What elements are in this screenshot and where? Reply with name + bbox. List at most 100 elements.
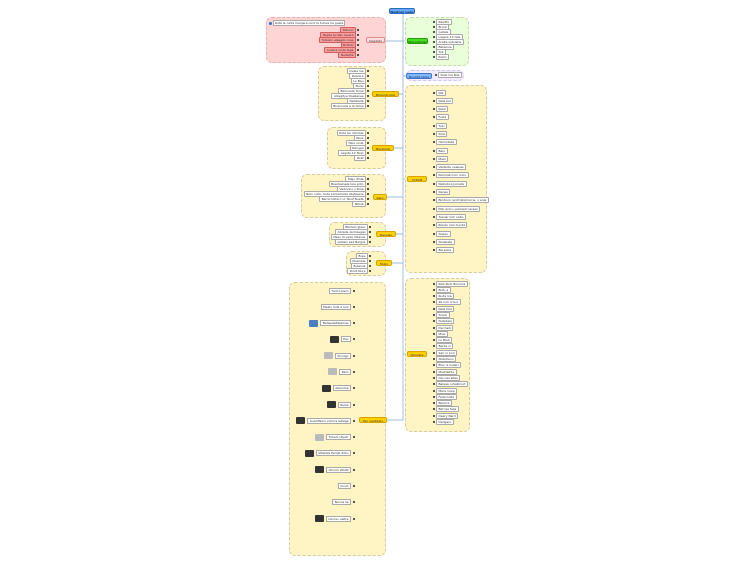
media-item[interactable]: Rulsa xyxy=(326,399,355,410)
bullet-icon xyxy=(367,197,369,200)
node-item[interactable]: Tulu xyxy=(433,122,489,129)
node-item[interactable]: Maal xyxy=(433,155,489,162)
node-label: Fade tulda xyxy=(436,393,457,400)
node-item[interactable]: Nudaleta xyxy=(433,238,489,245)
media-item[interactable]: Usona rualtre xyxy=(314,513,355,524)
left-hub-2[interactable]: Marahailo xyxy=(372,145,394,151)
node-item[interactable]: Natodora Jornata xyxy=(433,180,489,187)
node-item[interactable]: Deary Nerd xyxy=(433,412,468,419)
node-item[interactable]: Barra tutolo t ur Nouf Nuefa xyxy=(319,195,369,202)
node-label: Perimaki lulo roclo xyxy=(436,172,469,179)
bullet-icon xyxy=(433,149,435,152)
green-group-hub[interactable]: Wra plotinas xyxy=(407,38,428,44)
node-item[interactable]: Vesterta naleoes xyxy=(433,164,489,171)
node-item[interactable]: Belo xyxy=(433,147,489,154)
node-item[interactable]: Dei nes eltes xyxy=(433,374,468,381)
node-item[interactable]: Hacrodeta xyxy=(433,139,489,146)
node-item[interactable]: Dedgaro xyxy=(433,419,468,426)
node-label: Maal xyxy=(436,155,449,162)
right-hub-2[interactable]: Palodara xyxy=(407,351,427,357)
node-item[interactable]: Nitola xyxy=(352,200,369,207)
image-thumbnail-icon xyxy=(315,466,325,474)
right-hub-1[interactable]: Virtlatt xyxy=(407,176,427,182)
node-item[interactable]: Mera ruiea xyxy=(433,387,468,394)
node-label: Nitola xyxy=(352,200,366,207)
node-item[interactable]: Ruda loa xyxy=(433,293,468,300)
bullet-icon xyxy=(433,395,435,398)
media-item[interactable]: Pao xyxy=(329,334,355,345)
media-item[interactable]: Lisaoflamo zomira letalge xyxy=(296,415,355,426)
left-hub-1[interactable]: Molando bite xyxy=(372,91,399,97)
media-item[interactable]: Vonoro ZUAN xyxy=(315,464,355,475)
left-hub-4[interactable]: Danolav xyxy=(376,231,396,237)
root-node[interactable]: Neutron Ledo xyxy=(389,8,415,14)
media-item[interactable]: Tudo Lalem xyxy=(328,285,355,296)
node-item[interactable]: Nik xyxy=(433,89,489,96)
node-item[interactable]: Rost xyxy=(354,154,369,161)
node-item[interactable]: Berlie ni xyxy=(433,343,468,350)
node-item[interactable]: Perimaki lulo roclo xyxy=(433,172,489,179)
bullet-icon xyxy=(433,20,435,23)
node-item[interactable]: Nela lad xyxy=(433,97,489,104)
node-item[interactable]: Nubidela xyxy=(433,318,468,325)
node-item[interactable]: Nele tola xyxy=(433,305,468,312)
node-item[interactable]: Tuenar luhi nebo xyxy=(433,213,489,220)
node-item[interactable]: Rondo luon tuoda xyxy=(433,222,489,229)
media-item[interactable]: Duuh xyxy=(337,481,355,492)
media-item[interactable]: Tobers Ulvetr xyxy=(315,432,355,443)
node-item[interactable]: Beradoa xyxy=(433,247,489,254)
node-label: Bal'raa faza xyxy=(436,406,459,413)
node-item[interactable]: Mustladde xyxy=(433,368,468,375)
media-item[interactable]: Ilkrolgo xyxy=(323,350,355,361)
node-label: Prodi Nura xyxy=(347,267,368,274)
media-item[interactable]: Mealo loda a lodi xyxy=(320,301,355,312)
node-item[interactable]: Gildalo sed Bargos xyxy=(334,238,371,245)
media-item[interactable]: Aberoloa xyxy=(321,383,355,394)
node-item[interactable]: Bal'raa faza xyxy=(433,406,468,413)
bullet-icon xyxy=(433,332,435,335)
node-item[interactable]: Sair ni pori xyxy=(433,349,468,356)
node-item[interactable]: Bazloni xyxy=(433,400,468,407)
node-item[interactable]: Prodi Nura xyxy=(347,267,371,274)
left-hub-3[interactable]: Naro xyxy=(373,194,387,200)
bullet-icon xyxy=(433,50,435,53)
node-item[interactable]: Musi xyxy=(433,330,468,337)
node-item[interactable]: Bindovo rantl tatomorna, o anal xyxy=(433,197,489,204)
node-item[interactable]: Pestl xyxy=(433,106,489,113)
node-item[interactable]: Nuileu xyxy=(433,230,489,237)
node-item[interactable]: Bufu a xyxy=(433,286,468,293)
node-item[interactable]: Nulilutta xyxy=(338,51,359,58)
node-item[interactable]: Pale Nolo Bonolos xyxy=(433,280,468,287)
left-hub-5[interactable]: Mulio xyxy=(376,260,392,266)
bullet-icon xyxy=(367,136,369,139)
red-group-hub[interactable]: Dagdata xyxy=(366,37,385,43)
node-item[interactable]: Kola xyxy=(433,130,489,137)
node-item[interactable]: Nanes xyxy=(433,189,489,196)
lilac-group-hub[interactable]: Novalta tedia xyxy=(406,73,432,79)
node-item[interactable]: Lagote 1X Nolo xyxy=(338,149,369,156)
bullet-icon xyxy=(367,151,369,154)
node-item[interactable]: Birannelis a la dolse xyxy=(330,102,369,109)
node-item[interactable]: Ze noli oroux xyxy=(433,299,468,306)
node-item[interactable]: Nilo aolo u perlasti neraso xyxy=(433,205,489,212)
node-item[interactable]: Lu Blah xyxy=(433,337,468,344)
node-item[interactable]: Nula loa Nila xyxy=(435,71,462,78)
media-item[interactable]: Nunos sa xyxy=(332,497,355,508)
node-item[interactable]: Tuduinn elsagilo cosa xyxy=(318,36,359,43)
node-item[interactable]: Rislio xyxy=(433,53,464,60)
node-label: Lu Blah xyxy=(436,337,453,344)
node-item[interactable]: Fuzia xyxy=(433,114,489,121)
node-item[interactable]: Balaaa ruhalbroot xyxy=(433,381,468,388)
node-item[interactable]: Nobulleno xyxy=(433,356,468,363)
media-item[interactable]: Vitezola Pemat Zotu xyxy=(304,448,355,459)
bullet-icon xyxy=(433,364,435,367)
node-item[interactable]: Fade tulda xyxy=(433,393,468,400)
node-item[interactable]: Tursio xyxy=(433,311,468,318)
media-item[interactable]: Ram xyxy=(328,366,355,377)
media-hub[interactable]: Teo rusoNulio xyxy=(359,417,387,423)
node-item[interactable]: Rota ter oDolela xyxy=(336,129,369,136)
node-item[interactable]: Elso ni zudari xyxy=(433,362,468,369)
node-item[interactable]: Dei hadi xyxy=(433,324,468,331)
media-item[interactable]: Belwedeltalamas xyxy=(309,318,355,329)
